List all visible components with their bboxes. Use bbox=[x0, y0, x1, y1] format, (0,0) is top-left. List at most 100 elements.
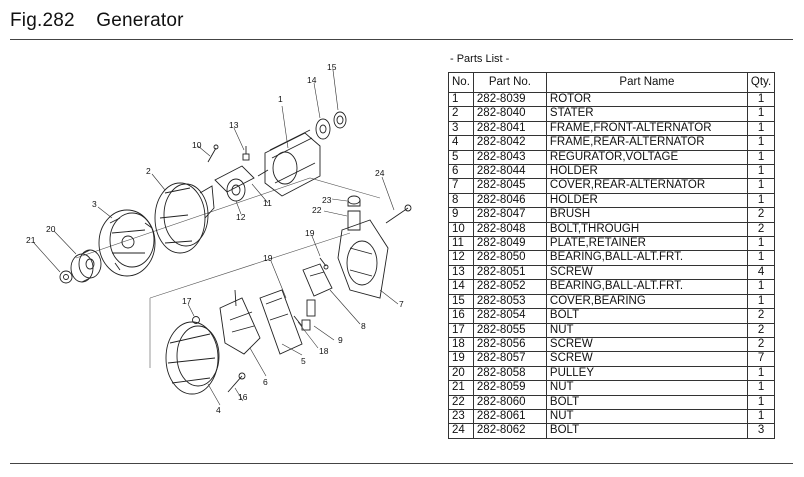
row-part-name: COVER,BEARING bbox=[545, 293, 748, 310]
row-part-name: HOLDER bbox=[545, 192, 748, 209]
bearing-cover bbox=[333, 111, 347, 129]
row-part-name: SCREW bbox=[545, 264, 748, 281]
row-qty: 1 bbox=[746, 178, 776, 194]
callout-8: 8 bbox=[361, 321, 366, 331]
row-qty: 2 bbox=[746, 322, 776, 338]
callout-16: 16 bbox=[238, 392, 248, 402]
row-qty: 1 bbox=[746, 236, 776, 252]
row-no: 10 bbox=[448, 221, 474, 238]
row-part-name: REGURATOR,VOLTAGE bbox=[545, 149, 748, 166]
bolt-22 bbox=[347, 210, 361, 231]
row-part-no: 282-8052 bbox=[472, 279, 547, 295]
row-part-name: HOLDER bbox=[545, 164, 748, 180]
row-part-no: 282-8055 bbox=[472, 322, 547, 338]
callout-2: 2 bbox=[146, 166, 151, 176]
row-part-no: 282-8047 bbox=[472, 207, 547, 223]
row-part-no: 282-8045 bbox=[472, 178, 547, 194]
bolt-16 bbox=[227, 372, 246, 393]
row-qty: 2 bbox=[746, 336, 776, 353]
callout-5: 5 bbox=[301, 356, 306, 366]
row-part-name: BEARING,BALL-ALT.FRT. bbox=[545, 250, 748, 266]
row-part-name: BOLT bbox=[545, 423, 748, 439]
col-part-name: Part Name bbox=[545, 72, 748, 93]
holder-6 bbox=[219, 289, 261, 355]
holder-8 bbox=[302, 263, 333, 297]
callout-19: 19 bbox=[305, 228, 315, 238]
row-no: 23 bbox=[448, 408, 474, 425]
row-qty: 1 bbox=[746, 279, 776, 295]
callout-4: 4 bbox=[216, 405, 221, 415]
callout-17: 17 bbox=[182, 296, 192, 306]
row-part-no: 282-8056 bbox=[472, 336, 547, 353]
row-qty: 1 bbox=[746, 91, 776, 108]
row-part-no: 282-8041 bbox=[472, 120, 547, 137]
row-no: 15 bbox=[448, 293, 474, 310]
callout-15: 15 bbox=[327, 62, 337, 72]
plate-retainer bbox=[214, 165, 255, 193]
row-qty: 2 bbox=[746, 308, 776, 324]
row-no: 8 bbox=[448, 192, 474, 209]
row-part-name: BRUSH bbox=[545, 207, 748, 223]
row-no: 2 bbox=[448, 106, 474, 122]
figure-title: Fig.282 Generator bbox=[10, 10, 184, 32]
row-qty: 1 bbox=[746, 149, 776, 166]
callout-18: 18 bbox=[319, 346, 329, 356]
row-qty: 1 bbox=[746, 394, 776, 410]
row-no: 12 bbox=[448, 250, 474, 266]
row-no: 5 bbox=[448, 149, 474, 166]
row-qty: 1 bbox=[746, 164, 776, 180]
footer-rule bbox=[10, 463, 793, 464]
row-part-no: 282-8058 bbox=[472, 365, 547, 382]
row-part-no: 282-8043 bbox=[472, 149, 547, 166]
nut-21 bbox=[59, 270, 73, 284]
row-no: 6 bbox=[448, 164, 474, 180]
row-part-name: COVER,REAR-ALTERNATOR bbox=[545, 178, 748, 194]
pulley bbox=[70, 249, 102, 283]
row-part-no: 282-8061 bbox=[472, 408, 547, 425]
callout-6: 6 bbox=[263, 377, 268, 387]
row-part-no: 282-8050 bbox=[472, 250, 547, 266]
row-part-no: 282-8057 bbox=[472, 351, 547, 367]
row-qty: 4 bbox=[746, 264, 776, 281]
row-no: 9 bbox=[448, 207, 474, 223]
parts-list-caption: - Parts List - bbox=[450, 53, 510, 65]
col-part-no: Part No. bbox=[472, 72, 547, 93]
callout-13: 13 bbox=[229, 120, 239, 130]
row-part-name: BOLT,THROUGH bbox=[545, 221, 748, 238]
callout-19b: 19 bbox=[263, 253, 273, 263]
row-no: 13 bbox=[448, 264, 474, 281]
callout-11: 11 bbox=[263, 198, 272, 208]
row-part-name: NUT bbox=[545, 322, 748, 338]
screw-19-upper bbox=[319, 257, 329, 270]
row-part-name: PLATE,RETAINER bbox=[545, 236, 748, 252]
row-part-no: 282-8060 bbox=[472, 394, 547, 410]
row-no: 18 bbox=[448, 336, 474, 353]
callout-12: 12 bbox=[236, 212, 246, 222]
callout-3: 3 bbox=[92, 199, 97, 209]
row-no: 11 bbox=[448, 236, 474, 252]
callout-23: 23 bbox=[322, 195, 332, 205]
header-rule bbox=[10, 39, 793, 40]
row-part-no: 282-8062 bbox=[472, 423, 547, 439]
row-no: 19 bbox=[448, 351, 474, 367]
figure-number: Fig.282 bbox=[10, 10, 75, 31]
